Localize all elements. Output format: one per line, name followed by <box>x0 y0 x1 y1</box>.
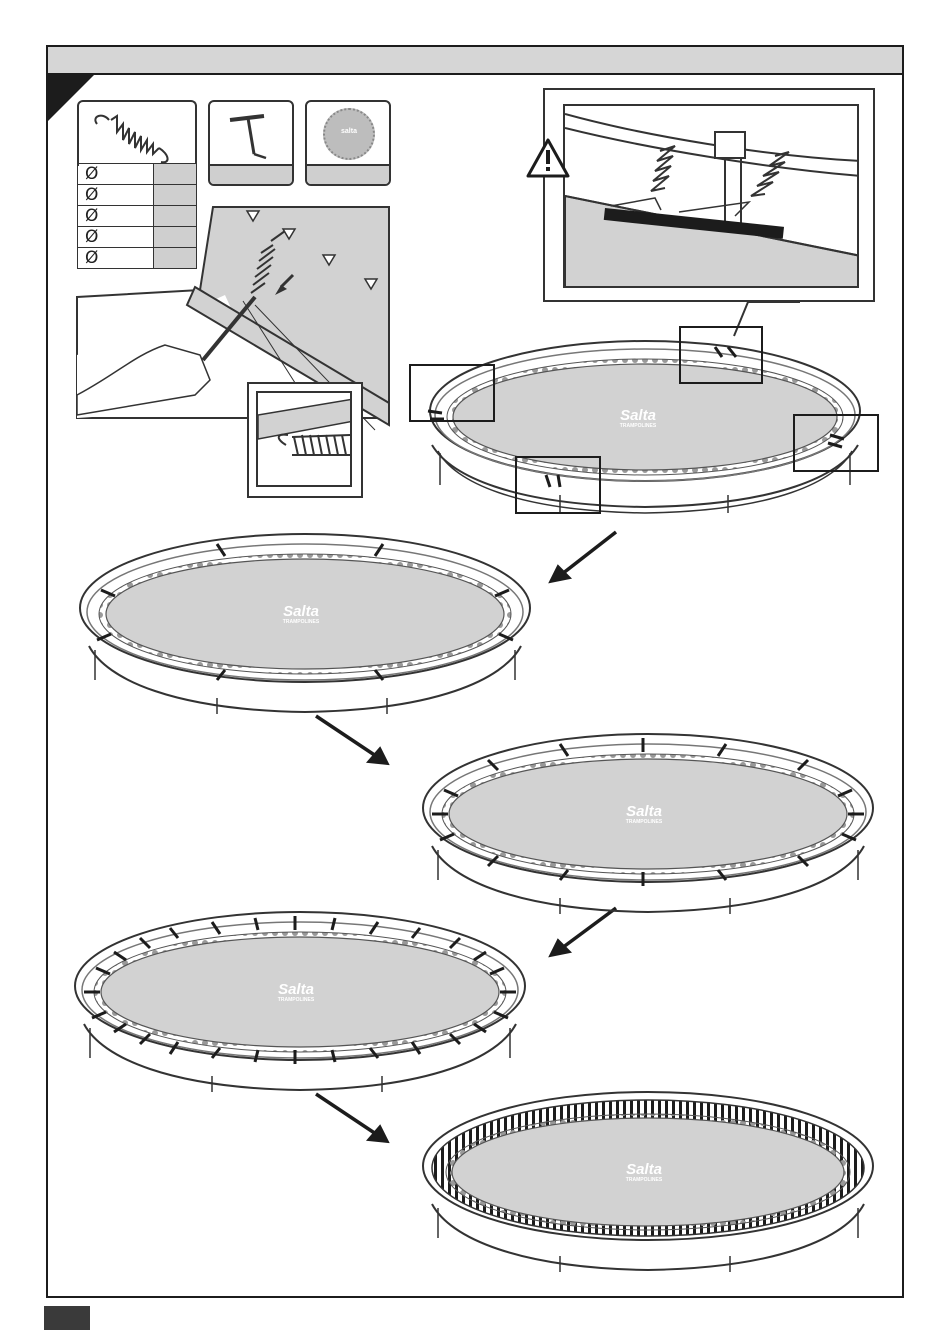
trampoline-step-2: Salta TRAMPOLINES <box>75 530 535 720</box>
step-header-bar <box>48 47 902 75</box>
mat-logo: Salta <box>626 1161 662 1178</box>
diameter-value-cell <box>153 164 196 185</box>
spring-icon <box>79 102 197 166</box>
trampoline-step-3: Salta TRAMPOLINES <box>418 730 878 920</box>
part-tool-box <box>208 100 294 186</box>
part-tool-quantity <box>210 164 292 184</box>
mat-logo: Salta <box>620 407 656 424</box>
callout-pointer <box>726 300 806 340</box>
arrow-icon <box>314 712 390 768</box>
diameter-symbol: Ø <box>78 185 154 206</box>
mat-logo-sub: TRAMPOLINES <box>278 997 315 1003</box>
mat-logo-sub: TRAMPOLINES <box>626 819 663 825</box>
page-number-tab <box>44 1306 90 1330</box>
diameter-value-cell <box>153 185 196 206</box>
mat-logo-sub: TRAMPOLINES <box>620 423 657 429</box>
mat-logo-sub: TRAMPOLINES <box>283 619 320 625</box>
mat-logo: Salta <box>283 603 319 620</box>
seal-icon: salta <box>323 108 375 160</box>
hook-detail-inset <box>247 382 363 498</box>
part-seal-box: salta <box>305 100 391 186</box>
trampoline-step-4: Salta TRAMPOLINES <box>70 908 530 1098</box>
trampoline-step-1: Salta TRAMPOLINES <box>410 335 880 525</box>
diameter-symbol: Ø <box>78 164 154 185</box>
mat-logo-sub: TRAMPOLINES <box>626 1177 663 1183</box>
frame-spring-detail <box>565 106 859 288</box>
mat-logo: Salta <box>626 803 662 820</box>
seal-label: salta <box>325 128 373 135</box>
arrow-icon <box>314 1090 390 1146</box>
trampoline-step-5: Salta TRAMPOLINES <box>418 1088 878 1278</box>
part-spring-box <box>77 100 197 166</box>
mat-logo: Salta <box>278 981 314 998</box>
spring-tool-icon <box>210 102 294 168</box>
warning-detail-box <box>543 88 875 302</box>
arrow-icon <box>548 530 618 590</box>
warning-icon <box>526 138 570 178</box>
hook-detail-icon <box>258 393 352 487</box>
part-seal-quantity <box>307 164 389 184</box>
